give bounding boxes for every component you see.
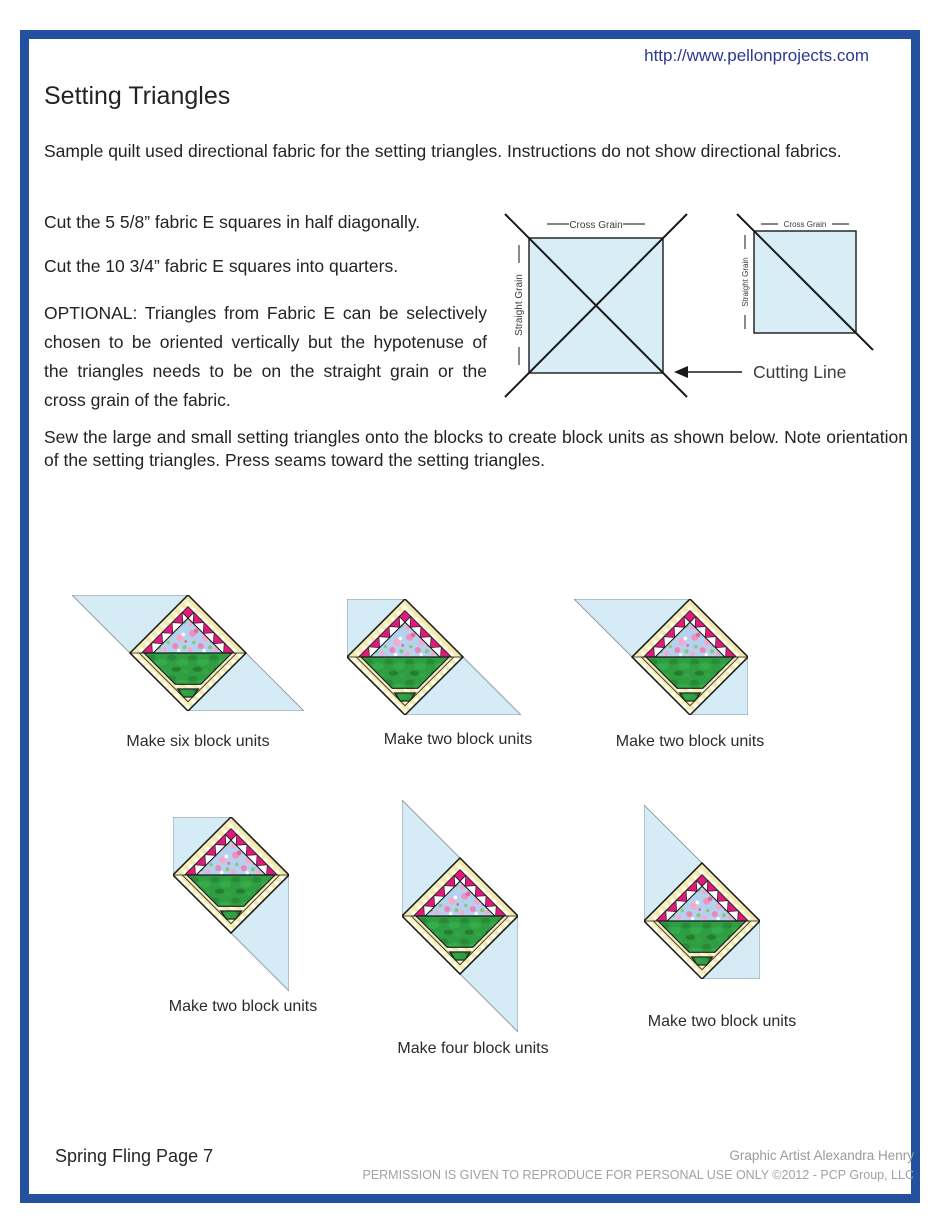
block-unit-5 xyxy=(402,800,518,1032)
block-unit-1 xyxy=(72,595,304,711)
optional-paragraph: OPTIONAL: Triangles from Fabric E can be… xyxy=(44,303,487,410)
cut-instruction-1: Cut the 5 5/8” fabric E squares in half … xyxy=(44,212,421,232)
block-unit-2 xyxy=(347,599,521,715)
block-unit-4 xyxy=(173,817,289,991)
sew-paragraph: Sew the large and small setting triangle… xyxy=(44,427,908,470)
unit-label-3: Make two block units xyxy=(615,733,765,750)
permission-notice: PERMISSION IS GIVEN TO REPRODUCE FOR PER… xyxy=(362,1168,914,1182)
page-number-label: Spring Fling Page 7 xyxy=(55,1146,214,1166)
cross-grain-label: Cross Grain xyxy=(784,220,827,229)
unit-label-1: Make six block units xyxy=(126,733,270,750)
graphic-artist-credit: Graphic Artist Alexandra Henry xyxy=(729,1148,914,1163)
unit-label-4: Make two block units xyxy=(168,998,318,1015)
unit-label-2: Make two block units xyxy=(383,731,533,748)
block-unit-6 xyxy=(644,805,760,979)
unit-label-5: Make four block units xyxy=(397,1040,549,1057)
cut-instruction-2: Cut the 10 3/4” fabric E squares into qu… xyxy=(44,256,399,276)
unit-label-6: Make two block units xyxy=(647,1013,797,1030)
large-square-diagram: Cross Grain Straight Grain xyxy=(504,213,688,398)
straight-grain-label: Straight Grain xyxy=(514,274,525,336)
page-border-frame xyxy=(20,30,920,1203)
intro-paragraph: Sample quilt used directional fabric for… xyxy=(44,141,842,161)
cross-grain-label: Cross Grain xyxy=(569,220,622,231)
arrow-head-icon xyxy=(674,366,688,378)
diagonal-cut-line xyxy=(504,213,688,398)
diagonal-cut-line xyxy=(736,213,874,351)
block-unit-3 xyxy=(574,599,748,715)
straight-grain-label: Straight Grain xyxy=(741,257,750,306)
cutting-line-callout: Cutting Line xyxy=(674,362,846,382)
page-title: Setting Triangles xyxy=(44,82,231,110)
cutting-line-label: Cutting Line xyxy=(753,362,846,382)
site-url-link[interactable]: http://www.pellonprojects.com xyxy=(644,46,869,65)
grain-diagram: Cross Grain Straight Grain Cross Grain S… xyxy=(504,213,874,398)
small-square-diagram: Cross Grain Straight Grain xyxy=(736,213,874,351)
